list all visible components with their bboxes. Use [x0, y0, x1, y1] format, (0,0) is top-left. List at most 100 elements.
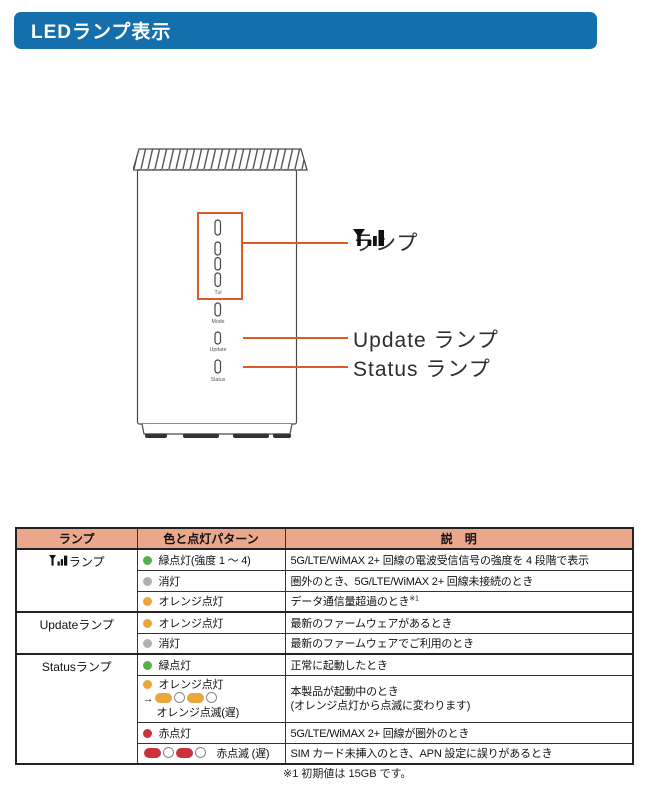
page-title: LEDランプ表示: [31, 22, 172, 43]
status-lamp-callout: Status ランプ: [353, 353, 491, 383]
col-header-pattern: 色と点灯パターン: [136, 527, 286, 550]
description-cell: データ通信量超過のとき※1: [284, 590, 634, 613]
pattern-text: 赤点灯: [158, 727, 192, 740]
device-body: [136, 169, 298, 425]
description-text: 最新のファームウェアでご利用のとき: [290, 638, 474, 651]
description-text: データ通信量超過のとき: [290, 596, 410, 609]
pattern-cell: 緑点灯(強度 1 〜 4): [136, 548, 286, 571]
description-text: SIM カード未挿入のとき、APN 設定に誤りがあるとき: [290, 748, 553, 761]
slot-label-mode: Mode: [212, 319, 225, 325]
lamp-cell-signal: ランプ: [15, 548, 138, 613]
orange-dot-icon: [142, 679, 152, 689]
update-lamp-callout: Update ランプ: [353, 324, 499, 354]
table-row: オレンジ点灯 → オレンジ点滅(遅) 本製品が起動中のとき (オレンジ点灯から点…: [16, 674, 634, 723]
slot-label-signal: Tul: [214, 290, 221, 296]
device-vent: [133, 148, 308, 171]
pattern-cell: 消灯: [136, 569, 286, 592]
page-title-bar: LEDランプ表示: [14, 12, 597, 49]
pattern-cell: 赤点灯: [136, 721, 286, 744]
footnote-marker: ※1: [409, 595, 419, 603]
off-circle-icon: [174, 691, 186, 703]
status-callout-label: Status ランプ: [353, 358, 491, 381]
green-dot-icon: [142, 660, 152, 670]
footnote: ※1 初期値は 15GB です。: [283, 768, 412, 780]
pattern-cell: オレンジ点灯: [136, 611, 286, 634]
led-slot-mode: [214, 302, 222, 317]
blink-pattern-red: [143, 747, 207, 760]
led-slot-signal-2: [214, 241, 222, 256]
off-circle-icon: [194, 747, 206, 759]
pattern-text: 緑点灯(強度 1 〜 4): [158, 554, 251, 567]
orange-dot-icon: [142, 597, 152, 607]
description-cell: 最新のファームウェアがあるとき: [284, 611, 634, 634]
description-cell: 本製品が起動中のとき (オレンジ点灯から点滅に変わります): [284, 674, 634, 723]
pattern-text: オレンジ点滅(遅): [156, 706, 240, 719]
description-cell: SIM カード未挿入のとき、APN 設定に誤りがあるとき: [284, 742, 634, 765]
status-callout-line: [243, 366, 348, 368]
pattern-cell: 赤点滅 (遅): [136, 742, 286, 765]
off-circle-icon: [162, 747, 174, 759]
led-slot-status: [214, 359, 222, 374]
pattern-text: オレンジ点灯: [158, 596, 224, 609]
led-slot-signal-1: [214, 219, 222, 236]
description-text: 5G/LTE/WiMAX 2+ 回線の電波受信信号の強度を 4 段階で表示: [290, 554, 589, 567]
update-callout-line: [243, 337, 348, 339]
orange-pill-icon: [187, 692, 205, 703]
pattern-text: 緑点灯: [158, 659, 192, 672]
pattern-text: オレンジ点灯: [158, 617, 224, 630]
signal-callout-line: [242, 242, 348, 244]
description-cell: 5G/LTE/WiMAX 2+ 回線が圏外のとき: [284, 721, 634, 744]
signal-callout-label: ランプ: [353, 232, 419, 255]
pattern-cell: オレンジ点灯: [136, 590, 286, 613]
lamp-cell-update: Updateランプ: [15, 611, 138, 655]
description-cell: 最新のファームウェアでご利用のとき: [284, 632, 634, 655]
table-row: Statusランプ 緑点灯 正常に起動したとき: [15, 653, 634, 765]
signal-lamp-callout: ランプ: [353, 227, 418, 257]
lamp-cell-status: Statusランプ: [15, 653, 138, 765]
description-text: 5G/LTE/WiMAX 2+ 回線が圏外のとき: [290, 727, 470, 740]
device-feet: [145, 433, 291, 438]
table-row: Updateランプ オレンジ点灯 最新のファームウェアがあるとき: [15, 611, 634, 655]
col-header-description: 説 明: [284, 527, 634, 550]
signal-icon: [353, 229, 384, 246]
pattern-cell: 消灯: [136, 632, 286, 655]
col-header-lamp: ランプ: [15, 527, 138, 550]
slot-label-status: Status: [211, 377, 226, 383]
pattern-cell: 緑点灯: [136, 653, 286, 676]
gray-dot-icon: [142, 639, 152, 649]
pattern-text: 消灯: [158, 575, 181, 588]
led-slot-update: [214, 331, 222, 345]
orange-pill-icon: [155, 692, 173, 703]
device-base: [141, 423, 293, 435]
red-pill-icon: [143, 748, 161, 759]
led-slot-signal-3: [214, 256, 222, 271]
arrow-icon: →: [142, 692, 154, 705]
red-dot-icon: [142, 728, 152, 738]
pattern-text: 赤点滅 (遅): [216, 748, 270, 761]
device-figure: Tul Mode Update Status ランプ Update ランプ St…: [133, 145, 513, 450]
description-cell: 5G/LTE/WiMAX 2+ 回線の電波受信信号の強度を 4 段階で表示: [284, 548, 634, 571]
signal-icon: [48, 555, 68, 566]
signal-highlight-box: [197, 212, 243, 300]
description-text: 最新のファームウェアがあるとき: [290, 617, 453, 630]
led-table: ランプ 色と点灯パターン 説 明 ランプ 緑点灯(強度 1 〜 4) 5G/LT…: [15, 527, 634, 765]
pattern-text: 消灯: [158, 638, 181, 651]
orange-dot-icon: [142, 618, 152, 628]
gray-dot-icon: [142, 576, 152, 586]
description-text: 圏外のとき、5G/LTE/WiMAX 2+ 回線未接続のとき: [290, 575, 534, 588]
description-text: 本製品が起動中のとき: [290, 685, 399, 698]
table-row: ランプ 緑点灯(強度 1 〜 4) 5G/LTE/WiMAX 2+ 回線の電波受…: [15, 548, 634, 613]
blink-pattern-orange: →: [142, 691, 280, 706]
off-circle-icon: [206, 691, 218, 703]
pattern-text: オレンジ点灯: [158, 678, 224, 691]
table-row: 消灯 圏外のとき、5G/LTE/WiMAX 2+ 回線未接続のとき: [16, 569, 634, 592]
device-illustration: Tul Mode Update Status: [133, 148, 308, 438]
green-dot-icon: [142, 555, 152, 565]
red-pill-icon: [175, 748, 193, 759]
description-cell: 圏外のとき、5G/LTE/WiMAX 2+ 回線未接続のとき: [284, 569, 634, 592]
description-cell: 正常に起動したとき: [284, 653, 634, 676]
description-text: (オレンジ点灯から点滅に変わります): [290, 699, 471, 712]
lamp-label: ランプ: [68, 555, 105, 569]
description-text: 正常に起動したとき: [290, 659, 388, 672]
slot-label-update: Update: [210, 347, 227, 353]
